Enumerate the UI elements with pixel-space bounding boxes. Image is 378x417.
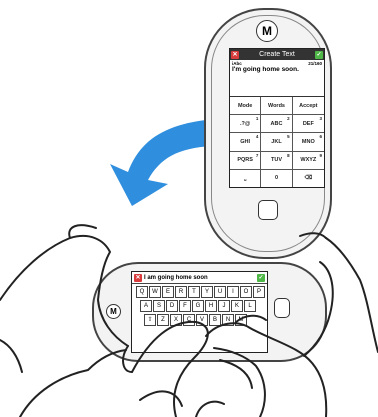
- hands-illustration: [0, 0, 378, 417]
